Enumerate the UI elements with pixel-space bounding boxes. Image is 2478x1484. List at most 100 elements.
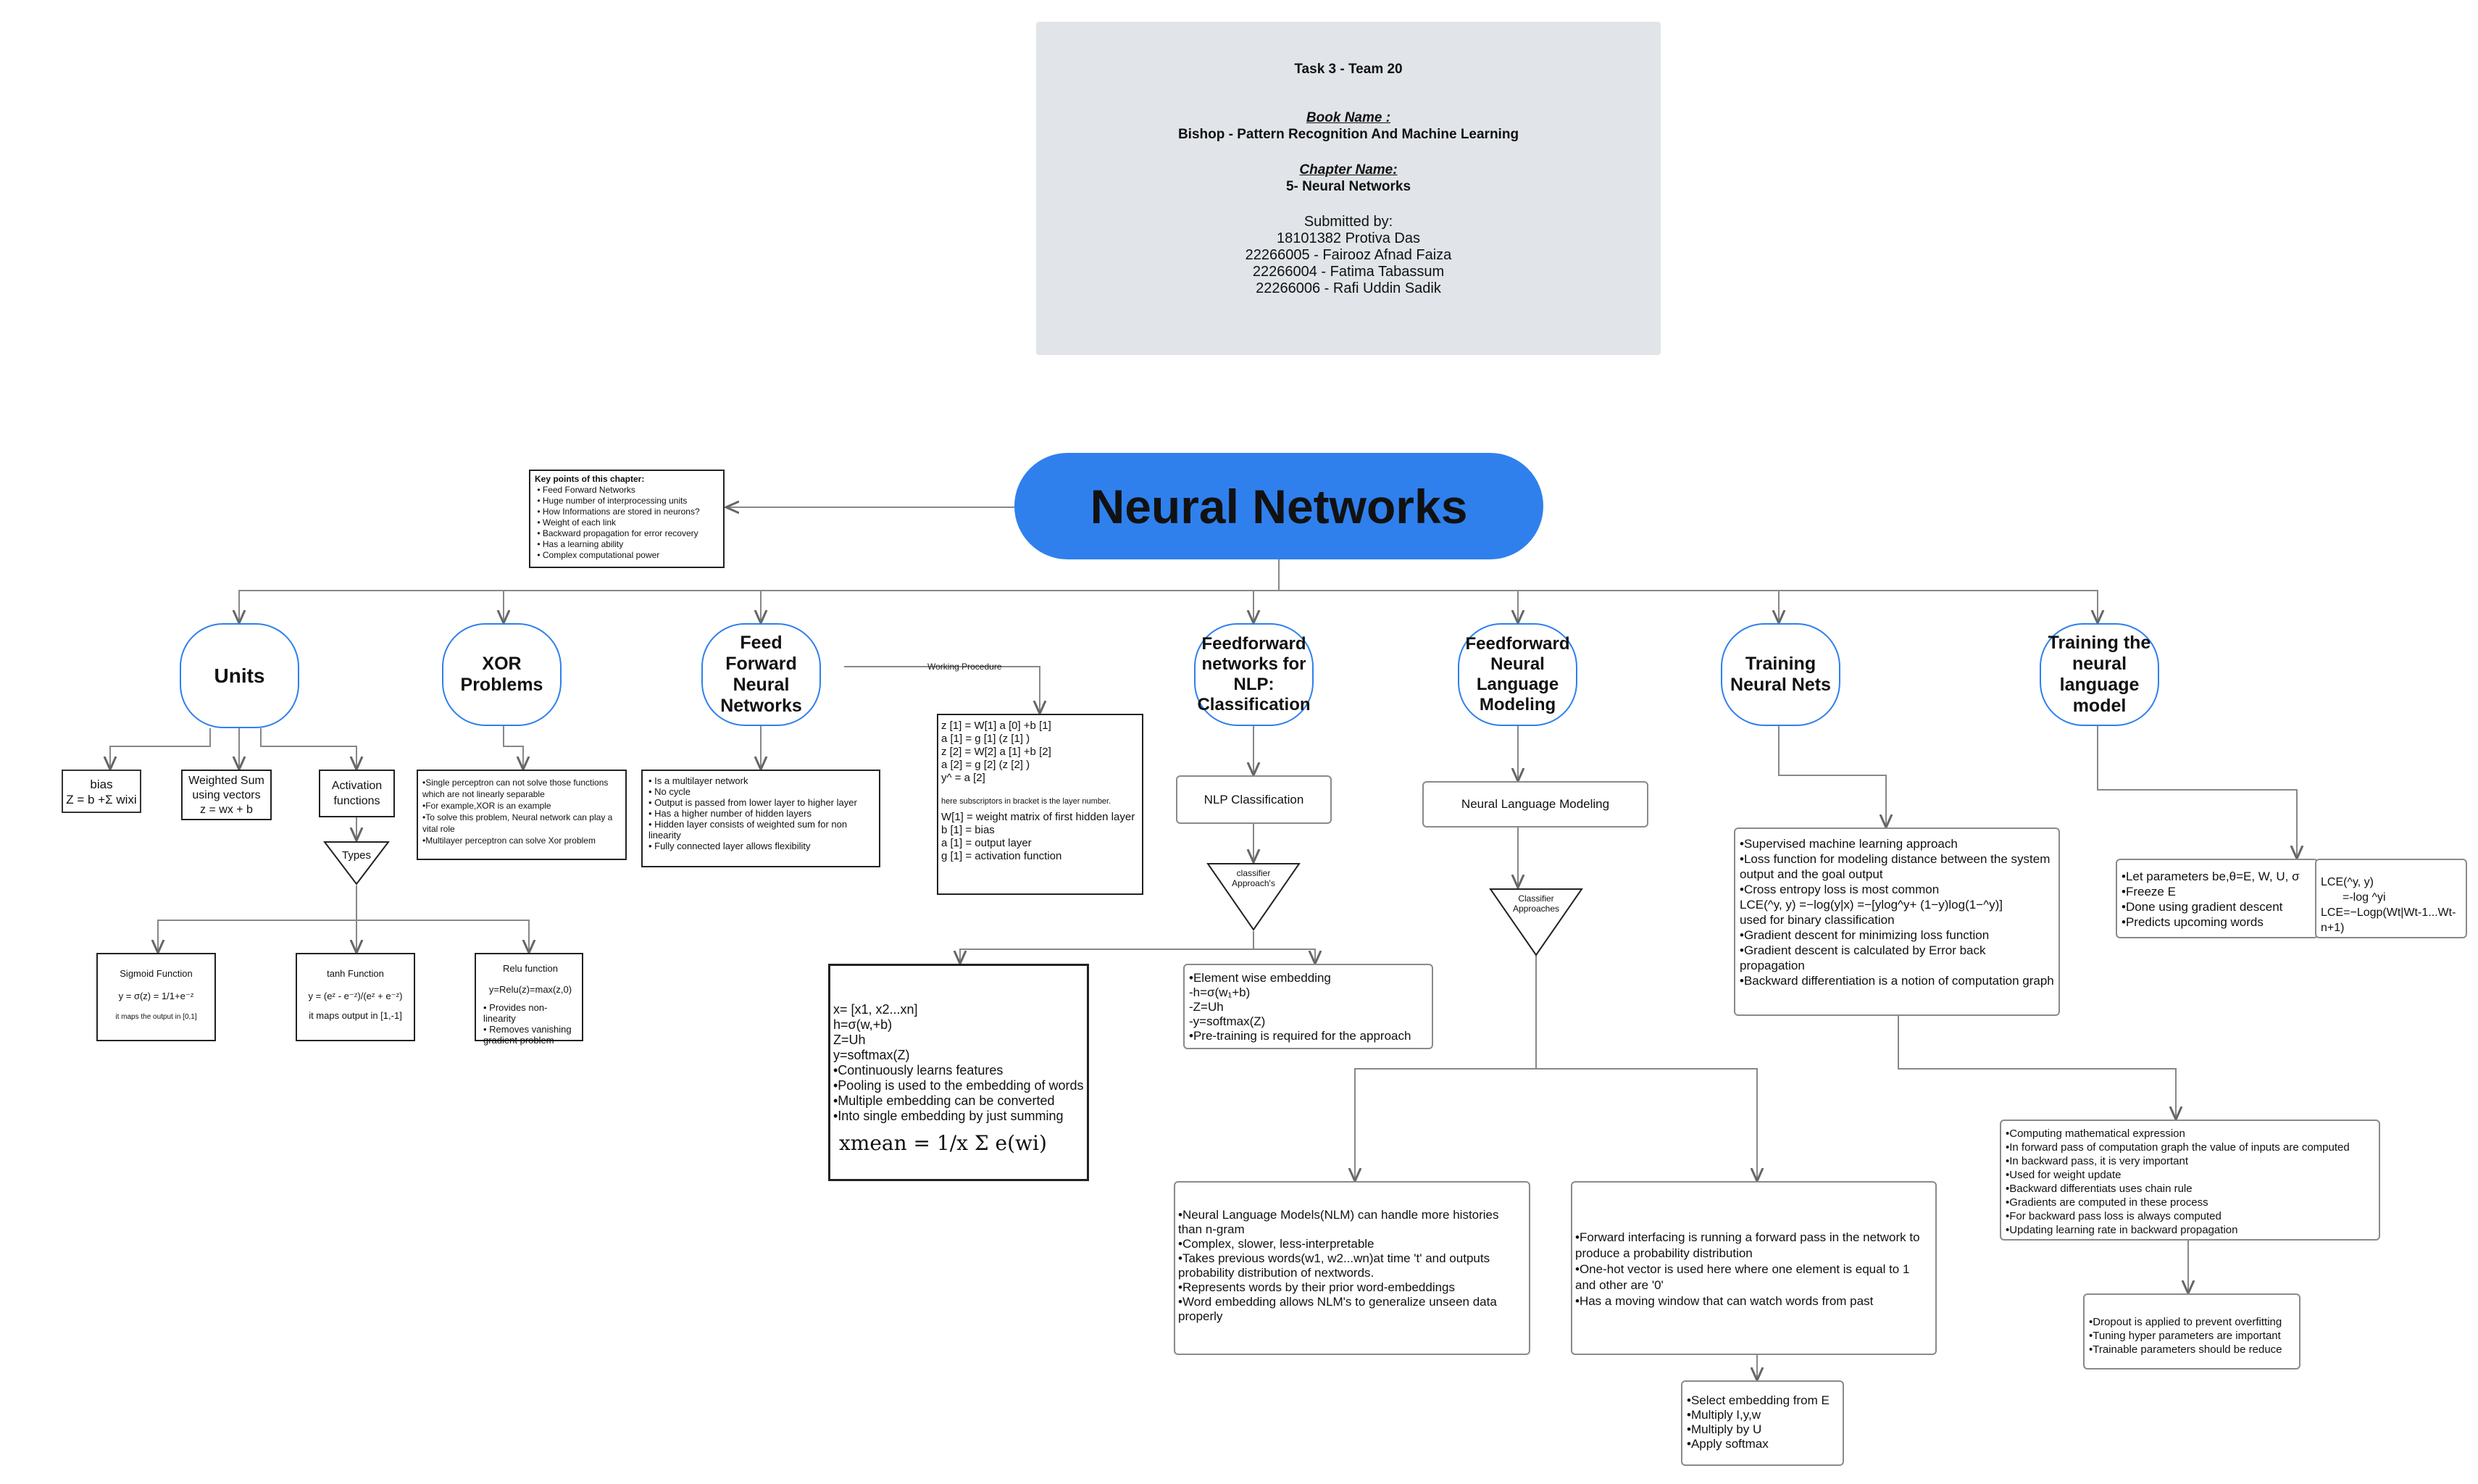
backprop-line: •Backward differentiats uses chain rule: [2006, 1183, 2193, 1195]
training-tips-box: •Dropout is applied to prevent overfitti…: [2083, 1293, 2300, 1370]
backprop-line: •Computing mathematical expression: [2006, 1127, 2185, 1140]
lm-approach-decision: Classifier Approaches: [1489, 888, 1583, 956]
sigmoid-title: Sigmoid Function: [120, 968, 193, 979]
tanh-title: tanh Function: [327, 968, 384, 979]
train-lm-line: •Done using gradient descent: [2122, 900, 2283, 914]
nlp-left-line: •Into single embedding by just summing: [833, 1109, 1064, 1123]
nlp-classification-node[interactable]: NLP Classification: [1176, 775, 1332, 824]
inference-line: •Forward interfacing is running a forwar…: [1575, 1230, 1920, 1260]
nlp-right-line: -y=softmax(Z): [1189, 1014, 1266, 1028]
proc-line: z [1] = W[1] a [0] +b [1]: [941, 720, 1051, 732]
nlm-line: •Represents words by their prior word-em…: [1178, 1280, 1456, 1294]
member-2: 22266005 - Fairooz Afnad Faiza: [1245, 247, 1452, 263]
nlp-mean-formula: xmean = 1/x Σ e(wi): [839, 1131, 1047, 1155]
branch-neural-lm[interactable]: Feedforward Neural Language Modeling: [1458, 623, 1577, 726]
neural-lm-node[interactable]: Neural Language Modeling: [1422, 781, 1648, 828]
step-line: •Multiply I,y,w: [1687, 1408, 1761, 1422]
book-value: Bishop - Pattern Recognition And Machine…: [1177, 127, 1519, 142]
training-line: •Backward differentiation is a notion of…: [1740, 974, 2054, 988]
nlm-line: •Takes previous words(w1, w2...wn)at tim…: [1178, 1251, 1490, 1280]
training-line: •Loss function for modeling distance bet…: [1740, 852, 2051, 881]
member-1: 18101382 Protiva Das: [1277, 230, 1420, 246]
branch-units[interactable]: Units: [180, 623, 299, 728]
loss-line: =-log ^yi: [2343, 891, 2386, 904]
proc-def: a [1] = output layer: [941, 837, 1032, 849]
nlp-embedding-box: •Element wise embedding -h=σ(w₁+b) -Z=Uh…: [1183, 964, 1433, 1049]
nlp-left-line: •Multiple embedding can be converted: [833, 1093, 1055, 1108]
chapter-value: 5- Neural Networks: [1285, 179, 1411, 194]
xor-item: •To solve this problem, Neural network c…: [422, 812, 613, 834]
training-line: LCE(^y, y) =−log(y|x) =−[ylog^y+ (1−y)lo…: [1740, 898, 2003, 912]
proc-def: W[1] = weight matrix of first hidden lay…: [941, 811, 1135, 823]
member-3: 22266004 - Fatima Tabassum: [1252, 264, 1445, 280]
tanh-note: it maps output in [1,-1]: [309, 1010, 402, 1021]
nlp-right-line: •Pre-training is required for the approa…: [1189, 1029, 1411, 1043]
inference-line: •Has a moving window that can watch word…: [1575, 1294, 1874, 1308]
weighted-sum-formula: z = wx + b: [200, 804, 253, 816]
member-4: 22266006 - Rafi Uddin Sadik: [1256, 280, 1441, 296]
ffnn-item: • Hidden layer consists of weighted sum …: [648, 819, 848, 841]
ffnn-item: • Output is passed from lower layer to h…: [648, 797, 857, 808]
keypoint-item: • Has a learning ability: [535, 539, 624, 549]
nlp-classification-label: NLP Classification: [1203, 792, 1304, 806]
relu-note: • Provides non-linearity: [483, 1002, 548, 1024]
bias-formula: Z = b +Σ wixi: [66, 793, 137, 806]
ffnn-item: • Is a multilayer network: [648, 775, 748, 786]
training-line: •Gradient descent for minimizing loss fu…: [1740, 928, 1990, 942]
tip-line: •Trainable parameters should be reduce: [2089, 1343, 2282, 1356]
train-lm-line: •Let parameters be,θ=E, W, U, σ: [2122, 870, 2300, 883]
main-title-node[interactable]: Neural Networks: [1014, 453, 1543, 559]
training-line: used for binary classification: [1740, 913, 1895, 927]
nlm-line: •Complex, slower, less-interpretable: [1178, 1237, 1374, 1251]
backprop-line: •For backward pass loss is always comput…: [2006, 1210, 2222, 1222]
relu-note: • Removes vanishing gradient problem: [483, 1024, 572, 1046]
keypoint-item: • Backward propagation for error recover…: [535, 528, 698, 538]
branch-nlp-classification[interactable]: Feedforward networks for NLP: Classifica…: [1194, 623, 1314, 726]
nlp-left-line: h=σ(w,+b): [833, 1017, 893, 1032]
nlp-pooling-box: x= [x1, x2...xn] h=σ(w,+b) Z=Uh y=softma…: [828, 964, 1089, 1181]
sigmoid-box: Sigmoid Function y = σ(z) = 1/1+e⁻ᶻ it m…: [96, 953, 216, 1041]
step-line: •Apply softmax: [1687, 1437, 1769, 1451]
header-panel: Task 3 - Team 20 Book Name : Bishop - Pa…: [1036, 22, 1661, 355]
submitted-by: Submitted by:: [1303, 214, 1393, 230]
weighted-sum-title: Weighted Sum using vectors: [188, 775, 264, 801]
nlp-approach-label: classifier Approach's: [1232, 868, 1275, 888]
backprop-box: •Computing mathematical expression •In f…: [2000, 1120, 2380, 1241]
proc-line: a [1] = g [1] (z [1] ): [941, 733, 1030, 745]
backprop-line: •In backward pass, it is very important: [2006, 1155, 2189, 1167]
branch-xor-problems[interactable]: XOR Problems: [442, 623, 562, 726]
ffnn-details-box: • Is a multilayer network • No cycle • O…: [641, 770, 880, 867]
training-line: •Supervised machine learning approach: [1740, 837, 1958, 851]
keypoints-box: Key points of this chapter: • Feed Forwa…: [529, 470, 725, 568]
task-title: Task 3 - Team 20: [1294, 62, 1403, 77]
main-title: Neural Networks: [1090, 479, 1468, 533]
training-details-box: •Supervised machine learning approach •L…: [1734, 828, 2060, 1016]
train-lm-line: •Predicts upcoming words: [2122, 915, 2264, 929]
step-line: •Select embedding from E: [1687, 1393, 1830, 1407]
relu-box: Relu function y=Relu(z)=max(z,0) • Provi…: [475, 953, 583, 1046]
keypoint-item: • Feed Forward Networks: [535, 485, 635, 495]
nlp-right-line: -h=σ(w₁+b): [1189, 985, 1251, 999]
nlm-details-box: •Neural Language Models(NLM) can handle …: [1174, 1181, 1530, 1355]
types-decision: Types: [322, 841, 391, 885]
lm-approach-label: Classifier Approaches: [1512, 893, 1560, 914]
loss-line: LCE=−Logp(Wt|Wt-1...Wt-n+1): [2321, 906, 2456, 934]
branch-feed-forward-nn[interactable]: Feed Forward Neural Networks: [701, 623, 821, 726]
nlp-left-line: y=softmax(Z): [833, 1048, 910, 1062]
proc-def: b [1] = bias: [941, 824, 995, 836]
xor-item: •Multilayer perceptron can solve Xor pro…: [422, 835, 596, 846]
keypoint-item: • How Informations are stored in neurons…: [535, 507, 700, 517]
proc-def: g [1] = activation function: [941, 850, 1062, 862]
branch-training-neural-nets[interactable]: Training Neural Nets: [1721, 623, 1840, 726]
activation-box: Activation functions: [319, 770, 395, 817]
ffnn-item: • Fully connected layer allows flexibili…: [648, 841, 811, 851]
backprop-line: •In forward pass of computation graph th…: [2006, 1141, 2350, 1154]
backprop-line: •Used for weight update: [2006, 1169, 2122, 1181]
proc-line: z [2] = W[2] a [1] +b [2]: [941, 746, 1051, 758]
backprop-line: •Gradients are computed in these process: [2006, 1196, 2208, 1209]
nlp-left-line: •Pooling is used to the embedding of wor…: [833, 1078, 1084, 1093]
branch-training-lm[interactable]: Training the neural language model: [2040, 623, 2159, 726]
step-line: •Multiply by U: [1687, 1422, 1762, 1436]
nlp-left-line: •Continuously learns features: [833, 1063, 1004, 1077]
nlm-line: •Word embedding allows NLM's to generali…: [1178, 1295, 1497, 1323]
